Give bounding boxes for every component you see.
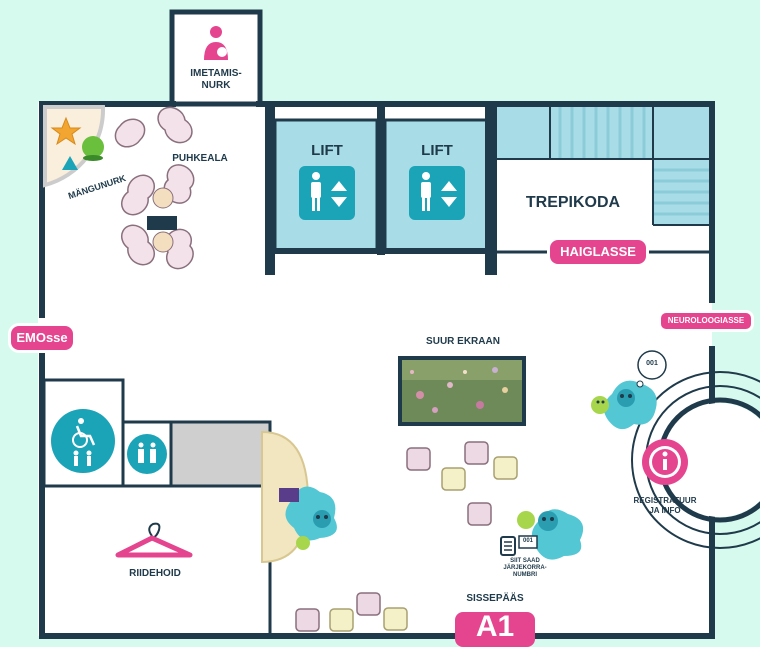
table <box>147 216 177 230</box>
lift-icon <box>299 166 355 220</box>
mascot-icon <box>517 509 584 560</box>
mascot-icon <box>279 486 337 550</box>
stairwell-label: TREPIKODA <box>525 194 621 211</box>
big-screen <box>398 356 526 426</box>
mascot-icon <box>591 380 657 430</box>
lift-icon <box>409 166 465 220</box>
to-hospital-sign: HAIGLASSE <box>550 240 646 264</box>
stools <box>295 441 518 632</box>
lift-walls <box>265 105 497 275</box>
ticket-icon <box>500 535 538 556</box>
entrance-label: SISSEPÄÄS <box>466 593 524 604</box>
side-table <box>152 187 174 209</box>
registry-label: REGISTRATUUR JA INFO <box>633 496 697 515</box>
lift-right-label: LIFT <box>421 142 453 159</box>
entrance-badge <box>455 612 535 647</box>
bubble-number: 001 <box>646 360 658 367</box>
hanger-icon <box>115 522 193 558</box>
to-neurology-sign: NEUROLOOGIASSE <box>661 313 751 329</box>
toy-icons <box>50 116 104 170</box>
breastfeeding-room-label: IMETAMIS- NURK <box>190 68 242 91</box>
big-screen-label: SUUR EKRAAN <box>426 336 500 347</box>
rest-area-label: PUHKEALA <box>172 153 228 164</box>
rest-area-chairs <box>114 106 195 270</box>
speech-bubble <box>636 350 667 388</box>
restroom-icon <box>127 434 167 474</box>
registry-area <box>663 403 760 517</box>
ticket-number: 001 <box>522 538 533 544</box>
lift-left-label: LIFT <box>311 142 343 159</box>
stairwell <box>497 107 709 254</box>
entrance-code: A1 <box>475 610 515 643</box>
queue-ticket-label: SIIT SAAD JÄRJEKORRA- NUMBRI <box>503 558 547 578</box>
side-table <box>152 231 174 253</box>
cloakroom-label: RIIDEHOID <box>129 568 181 579</box>
wheelchair-icon <box>51 409 115 473</box>
breastfeeding-icon <box>204 26 228 60</box>
to-emergency-sign: EMOsse <box>11 326 73 350</box>
info-icon <box>642 439 688 485</box>
